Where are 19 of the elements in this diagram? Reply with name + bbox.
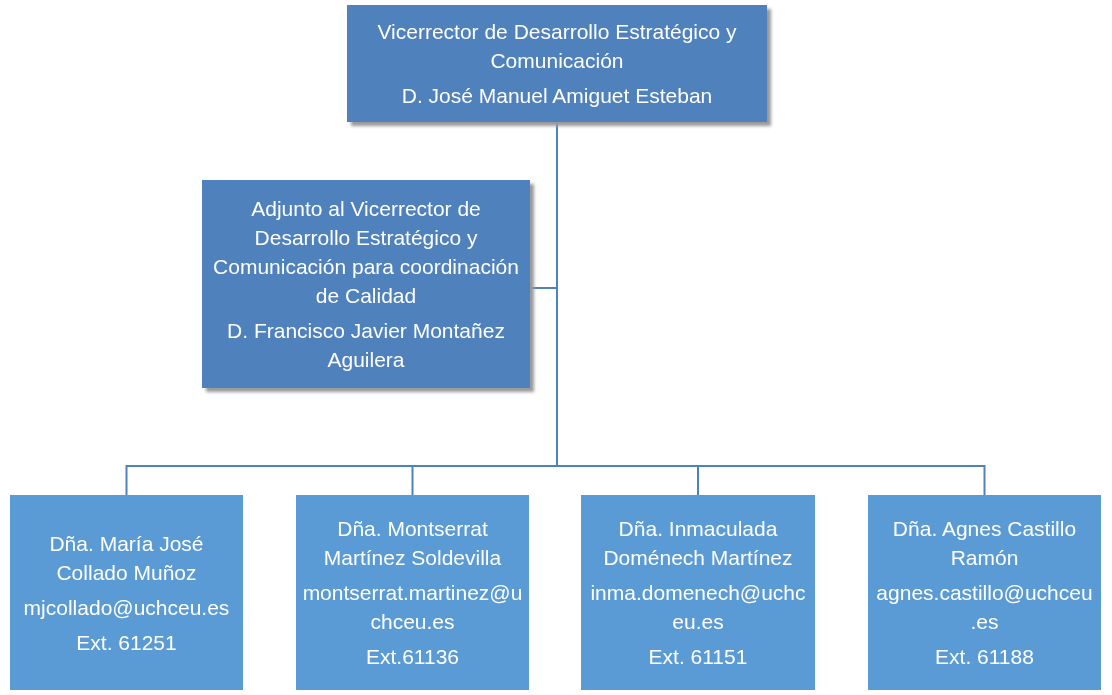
staff-box [868,495,1101,690]
staff-box [581,495,815,690]
box-text: Ext. 61188 [935,644,1034,670]
box-text: D. Francisco Javier Montañez Aguilera [226,318,506,373]
position-box [347,5,767,122]
box-text: montserrat.martinez@uchceu.es [302,580,523,635]
staff-box [296,495,529,690]
box-text: Adjunto al Vicerrector de Desarrollo Estratégico y Comunicación para coordinación de Calidad [212,196,520,309]
box-text: Dña. María José Collado Muñoz [48,530,205,586]
box-text: Ext. 61251 [76,629,177,656]
box-text: D. José Manuel Amiguet Esteban [401,83,713,109]
staff-box [10,495,243,690]
box-text: Ext. 61151 [648,644,748,670]
position-box [202,180,530,388]
box-text: mjcollado@uchceu.es [23,594,230,621]
box-text: agnes.castillo@uchceu.es [875,580,1094,635]
box-text: inma.domenech@uchceu.es [589,580,807,635]
box-text: Vicerrector de Desarrollo Estratégico y Comunicación [376,19,738,74]
box-text: Ext.61136 [366,644,459,670]
